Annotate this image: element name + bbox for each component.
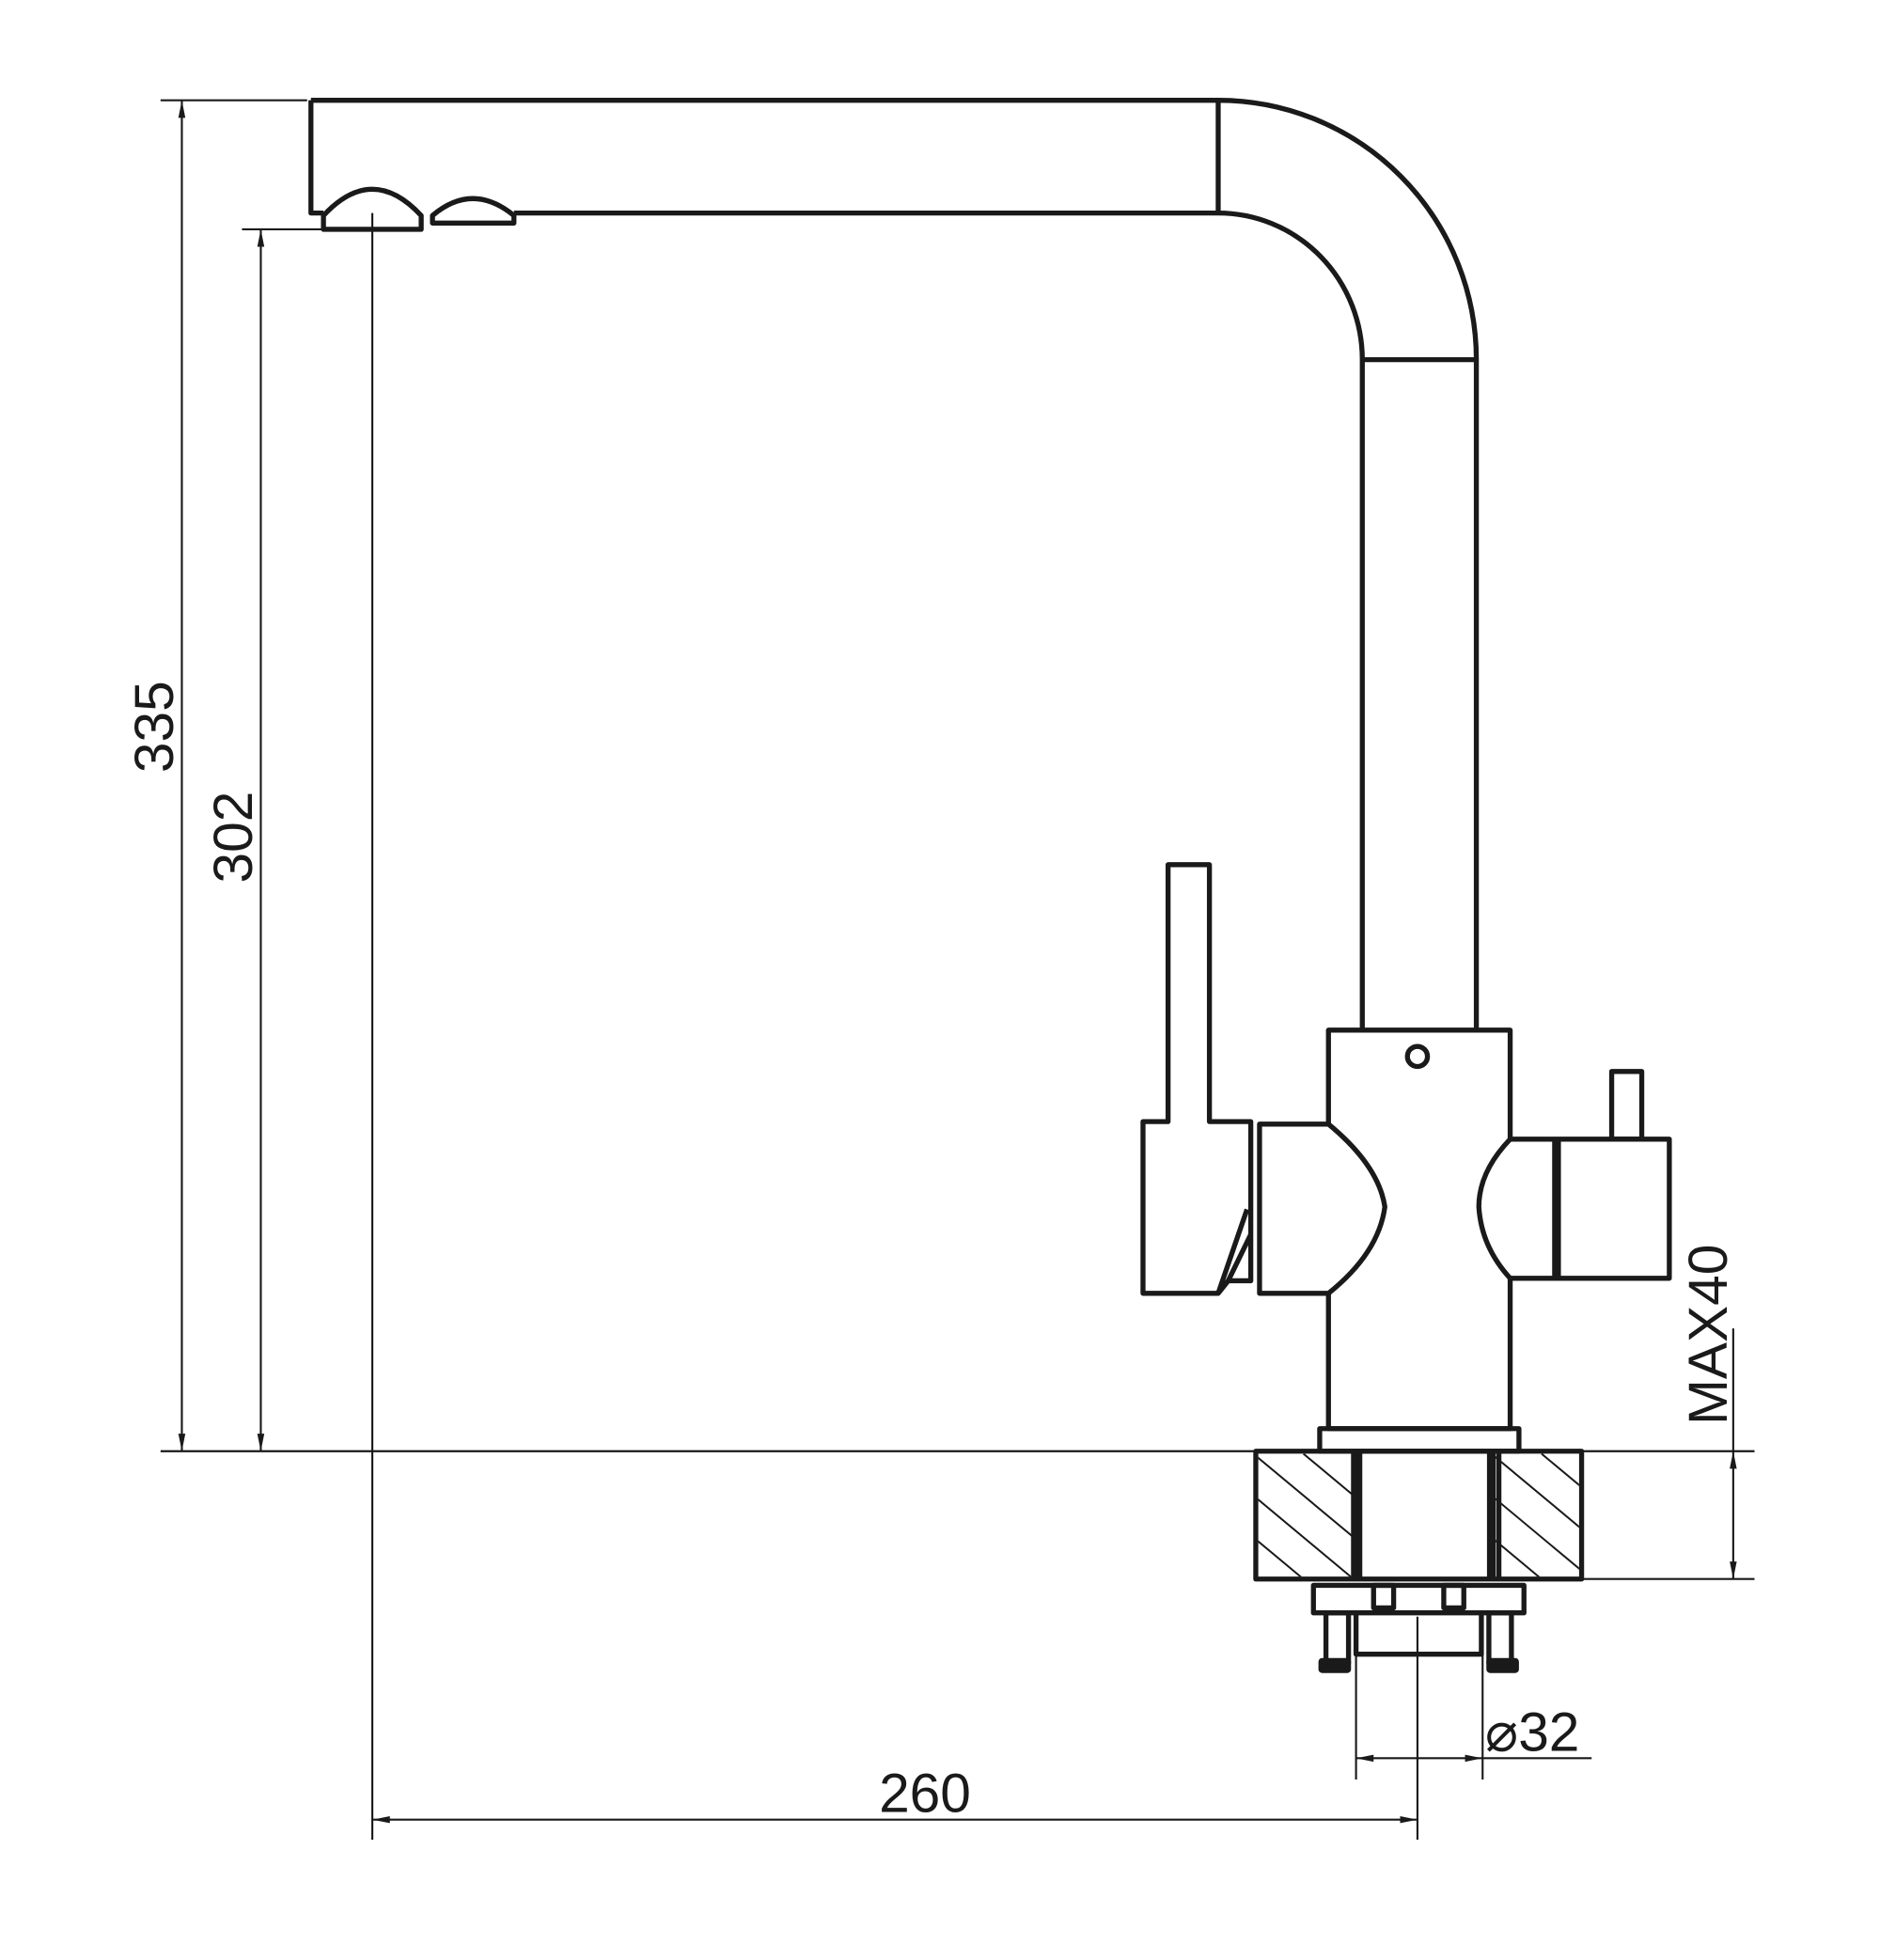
vent-hole [1404, 1043, 1431, 1070]
dim-counter-thickness: MAX40 [1678, 1245, 1739, 1425]
dimension-lines [160, 99, 1755, 1841]
mixer-handle [1140, 862, 1254, 1296]
spout [308, 97, 1480, 1030]
countertop-section [1253, 1449, 1585, 1582]
mounting-nut [1310, 1582, 1527, 1673]
dim-total-height: 335 [124, 681, 185, 773]
dim-hole-diameter: ⌀32 [1485, 1701, 1580, 1763]
dim-spout-reach: 260 [879, 1764, 971, 1825]
aerator-1 [321, 186, 424, 232]
base-ring [1317, 1426, 1522, 1454]
dim-spout-height: 302 [203, 792, 264, 884]
aerator-2 [430, 196, 517, 226]
faucet-body [1257, 1027, 1672, 1454]
filter-lever [1608, 1069, 1645, 1142]
